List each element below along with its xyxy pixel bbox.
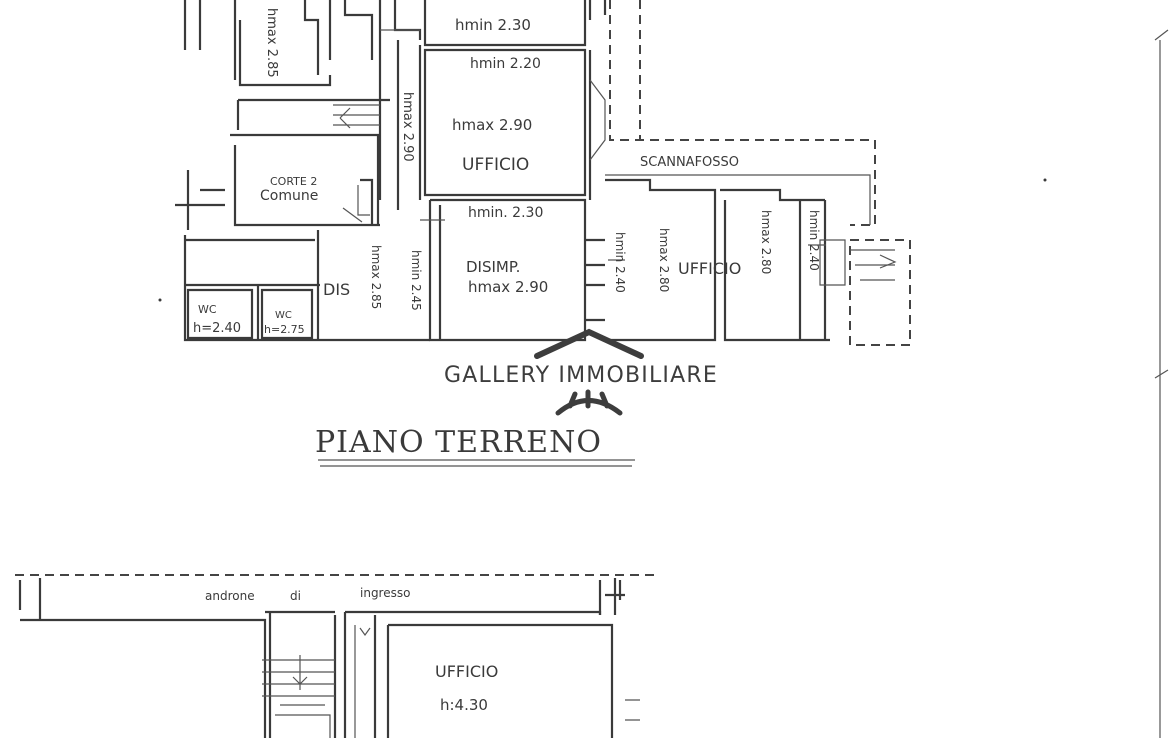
east-hmin-1-label: hmin 2.40 <box>613 232 627 293</box>
wc2-label: WC <box>275 310 292 321</box>
wc2-height: h=2.75 <box>264 323 305 336</box>
disimp-hmax-label: hmax 2.90 <box>468 278 548 296</box>
ground-floor-walls <box>175 0 911 346</box>
ingresso-label: ingresso <box>360 586 410 600</box>
office-label: UFFICIO <box>462 155 529 175</box>
di-label: di <box>290 589 301 603</box>
roof-icon <box>534 328 644 359</box>
scannafosso-label: SCANNAFOSSO <box>640 155 739 170</box>
east-office-label: UFFICIO <box>678 259 741 278</box>
sheet-border <box>158 29 1169 738</box>
east-hmax-1-label: hmax 2.80 <box>657 228 671 292</box>
top-left-hmax-label: hmax 2.85 <box>264 8 279 78</box>
dis-hmax-label: hmax 2.85 <box>369 245 383 309</box>
lower-office-height: h:4.30 <box>440 696 488 714</box>
arch-icon <box>555 389 623 416</box>
wc1-height: h=2.40 <box>193 321 241 336</box>
office-hmax-label: hmax 2.90 <box>452 116 532 134</box>
gallery-immobiliare-logo: GALLERY IMMOBILIARE <box>444 328 718 416</box>
east-hmin-2-label: hmin 2.40 <box>807 210 821 271</box>
brand-text: GALLERY IMMOBILIARE <box>444 363 718 388</box>
wc1-label: WC <box>198 303 217 316</box>
court-label-bottom: Comune <box>260 188 318 204</box>
office-hmin-label: hmin 2.20 <box>470 56 541 72</box>
disimp-label: DISIMP. <box>466 258 520 276</box>
east-hmax-2-label: hmax 2.80 <box>759 210 773 274</box>
court-label-top: CORTE 2 <box>270 175 317 188</box>
top-hmin-label: hmin 2.30 <box>455 16 531 34</box>
lower-floor-walls <box>15 574 655 738</box>
dis-label: DIS <box>323 280 350 299</box>
ground-floor-title: PIANO TERRENO <box>315 425 602 460</box>
ground-floor-labels: hmin 2.30 hmax 2.85 hmin 2.20 hmax 2.90 … <box>193 8 821 336</box>
dis-hmin-label: hmin 2.45 <box>409 250 423 311</box>
plan-title: PIANO TERRENO <box>315 425 635 467</box>
disimp-hmin-label: hmin. 2.30 <box>468 205 543 221</box>
lower-floor-labels: androne di ingresso UFFICIO h:4.30 <box>205 586 498 714</box>
corridor-hmax-label: hmax 2.90 <box>400 92 415 162</box>
lower-office-label: UFFICIO <box>435 662 498 681</box>
androne-label: androne <box>205 589 255 603</box>
